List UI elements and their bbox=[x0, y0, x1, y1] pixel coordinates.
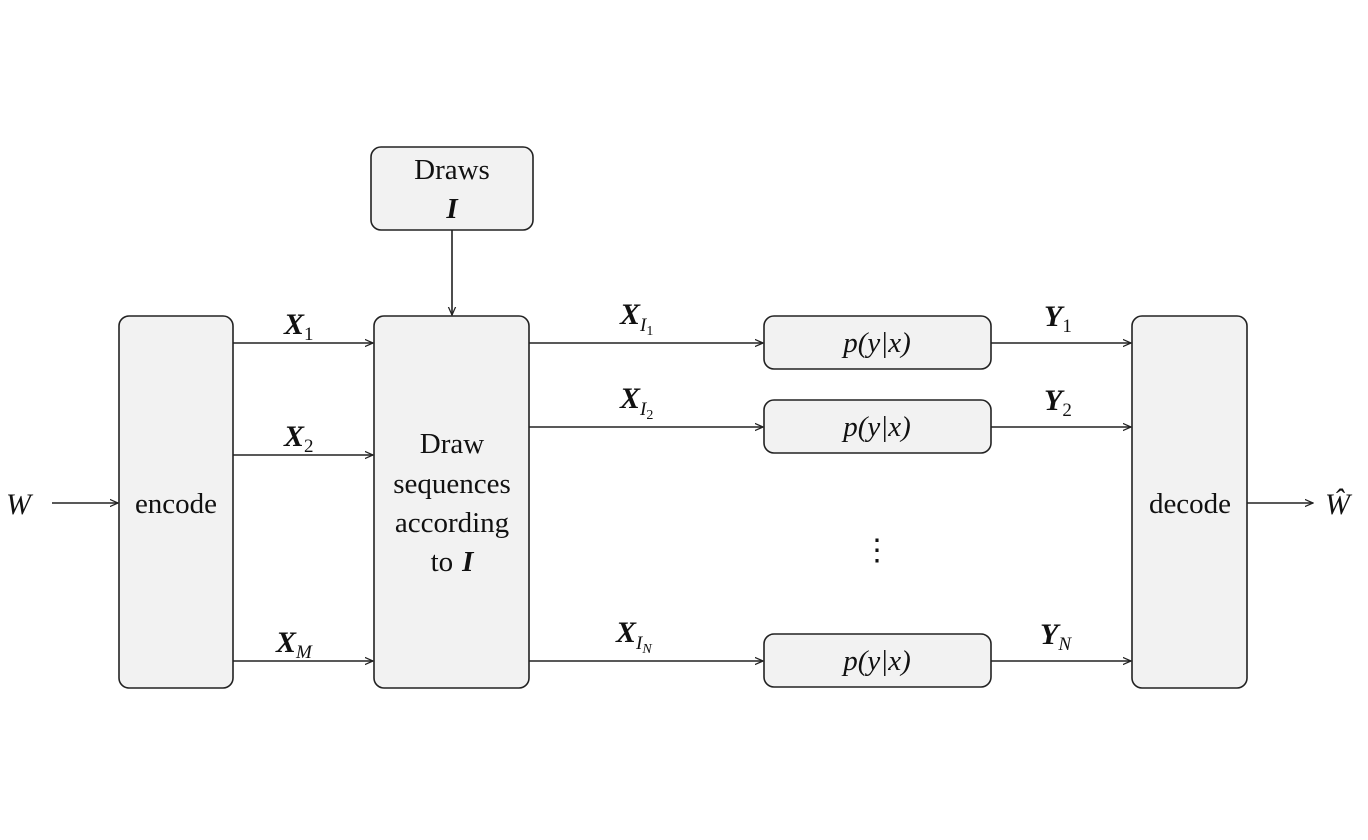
encode-label: encode bbox=[135, 488, 217, 520]
output-symbol: Ŵ bbox=[1325, 488, 1353, 521]
encoder-output-label-2: X2 bbox=[283, 420, 314, 457]
selected-sequence-label-n: XIN bbox=[615, 616, 652, 657]
channel-label-n: p(y|x) bbox=[841, 645, 911, 677]
input-symbol: W bbox=[6, 488, 34, 521]
encoder-output-label-m: XM bbox=[275, 626, 313, 663]
decode-box bbox=[1131, 315, 1248, 689]
encoder-output-label-1: X1 bbox=[283, 308, 314, 345]
draws-symbol: I bbox=[445, 193, 459, 225]
selector-line-3: according bbox=[395, 507, 509, 539]
vertical-ellipsis: ⋮ bbox=[862, 534, 892, 567]
selector-symbol: I bbox=[461, 546, 475, 578]
selected-sequence-label-1: XI1 bbox=[619, 298, 653, 339]
selector-to-word: to bbox=[431, 546, 454, 578]
channel-output-label-1: Y1 bbox=[1044, 300, 1072, 337]
selector-box bbox=[373, 315, 530, 689]
channel-output-label-n: YN bbox=[1040, 618, 1072, 655]
selector-line-2: sequences bbox=[393, 468, 511, 500]
encode-box bbox=[118, 315, 234, 689]
channel-output-label-2: Y2 bbox=[1044, 384, 1072, 421]
channel-label-1: p(y|x) bbox=[841, 327, 911, 359]
draws-label: Draws bbox=[414, 154, 490, 186]
channel-label-2: p(y|x) bbox=[841, 411, 911, 443]
selected-sequence-label-2: XI2 bbox=[619, 382, 653, 423]
selector-line-1: Draw bbox=[420, 428, 484, 460]
decode-label: decode bbox=[1149, 488, 1231, 520]
